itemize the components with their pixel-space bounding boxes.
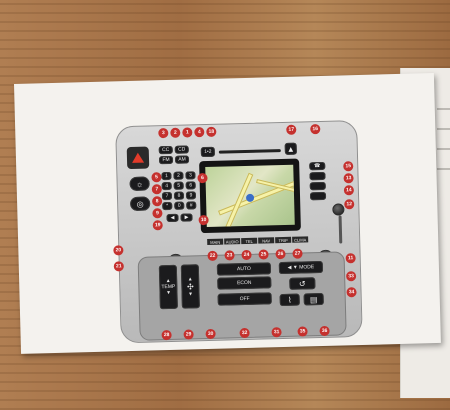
mode-button[interactable]: ◀ ▼ MODE: [278, 260, 324, 275]
cd-button[interactable]: CD: [174, 145, 189, 154]
key-3[interactable]: 3: [185, 171, 196, 180]
callout: 17: [286, 124, 297, 135]
key-5[interactable]: 5: [173, 181, 184, 190]
eject-button[interactable]: ▲: [284, 142, 297, 155]
callout: 3: [158, 127, 169, 139]
fan-icon: ✣: [186, 281, 194, 292]
auto-button[interactable]: AUTO: [216, 262, 272, 276]
softkey-trip[interactable]: TRIP: [275, 236, 292, 244]
navigation-screen[interactable]: [199, 158, 301, 234]
eject-icon: ▲: [286, 144, 295, 154]
phone-button[interactable]: ☎: [309, 161, 326, 171]
callout: 18: [206, 126, 217, 137]
seek-left-button[interactable]: ◀: [166, 213, 179, 223]
front-defrost-button[interactable]: ⌇: [279, 293, 300, 307]
callout: 5: [151, 172, 162, 183]
callout: 14: [343, 185, 355, 196]
key-7[interactable]: 7: [161, 191, 173, 201]
recirculation-button[interactable]: ↺: [289, 277, 316, 290]
softkey-nav[interactable]: NAV: [258, 237, 275, 244]
phone-icon: ☎: [314, 163, 321, 170]
callout: 20: [113, 245, 124, 256]
callout: 34: [346, 287, 357, 298]
softkey-clima[interactable]: CLIMA: [292, 236, 309, 243]
slider-track[interactable]: [338, 215, 343, 244]
recirculation-icon: ↺: [298, 278, 306, 289]
callout: 11: [345, 253, 356, 264]
callout: 1: [182, 127, 193, 138]
fan-button[interactable]: ▲ ✣ ▼: [180, 264, 200, 309]
arrow-down-icon: ▼: [165, 289, 172, 297]
callout: 19: [152, 220, 163, 231]
key-8[interactable]: 8: [173, 191, 185, 200]
callout: 2: [170, 127, 181, 138]
arrow-right-icon: ▶: [184, 214, 189, 221]
cd-slot: [218, 149, 281, 154]
callout: 9: [152, 208, 163, 219]
seek-right-button[interactable]: ▶: [180, 213, 193, 222]
callout: 21: [113, 261, 124, 272]
light-button[interactable]: ☼: [129, 176, 150, 192]
am-button[interactable]: AM: [174, 155, 190, 164]
band-12-button[interactable]: 1•2: [200, 146, 215, 158]
fog-light-button[interactable]: ◎: [129, 196, 151, 211]
off-button[interactable]: OFF: [217, 292, 272, 306]
key-hash[interactable]: #: [186, 201, 197, 210]
info-button[interactable]: [309, 171, 326, 181]
callout: 15: [343, 161, 354, 172]
keypad: 1 2 3 4 5 6 7 8 9 * 0 # ◀ ▶: [116, 121, 356, 223]
key-4[interactable]: 4: [161, 181, 172, 191]
mode-arrow-icon: ◀ ▼: [287, 264, 298, 271]
dashboard-console: CC CD FM AM 1•2 ▲ ☼ ◎ 1 2 3 4 5 6 7 8 9 …: [113, 120, 363, 344]
small-knob[interactable]: [332, 203, 345, 216]
arrow-left-icon: ◀: [170, 214, 175, 221]
key-2[interactable]: 2: [173, 171, 184, 180]
rear-defrost-button[interactable]: ▤: [303, 292, 324, 306]
callout: 4: [194, 127, 205, 138]
cc-button[interactable]: CC: [158, 145, 173, 155]
rear-defrost-icon: ▤: [309, 294, 318, 304]
manual-page: CC CD FM AM 1•2 ▲ ☼ ◎ 1 2 3 4 5 6 7 8 9 …: [14, 73, 441, 354]
arrow-down-icon: ▼: [187, 290, 194, 298]
callout: 33: [346, 271, 357, 282]
temp-button[interactable]: ▲ TEMP ▼: [158, 264, 178, 310]
callout: 13: [343, 173, 354, 184]
hazard-button[interactable]: [126, 146, 150, 170]
mode-label: MODE: [299, 264, 315, 271]
softkey-main[interactable]: MAIN: [207, 238, 224, 245]
callout: 12: [344, 199, 355, 210]
nav-button[interactable]: [309, 181, 326, 191]
fm-button[interactable]: FM: [158, 155, 174, 165]
fog-light-icon: ◎: [136, 199, 144, 209]
key-6[interactable]: 6: [185, 181, 196, 190]
callout: 8: [151, 196, 163, 207]
defrost-icon: ⌇: [287, 295, 292, 305]
map-button[interactable]: [309, 191, 327, 201]
map-display: [205, 164, 295, 228]
softkey-audio[interactable]: AUDIO: [224, 238, 241, 245]
softkey-tel[interactable]: TEL: [241, 237, 258, 245]
econ-button[interactable]: ECON: [217, 276, 272, 290]
key-0[interactable]: 0: [174, 201, 185, 210]
callout: 16: [310, 123, 321, 135]
key-9[interactable]: 9: [185, 191, 197, 200]
key-1[interactable]: 1: [161, 171, 172, 181]
callout: 7: [151, 184, 162, 195]
key-star[interactable]: *: [162, 201, 173, 211]
headlight-icon: ☼: [135, 179, 144, 189]
hazard-triangle-icon: [131, 152, 145, 163]
